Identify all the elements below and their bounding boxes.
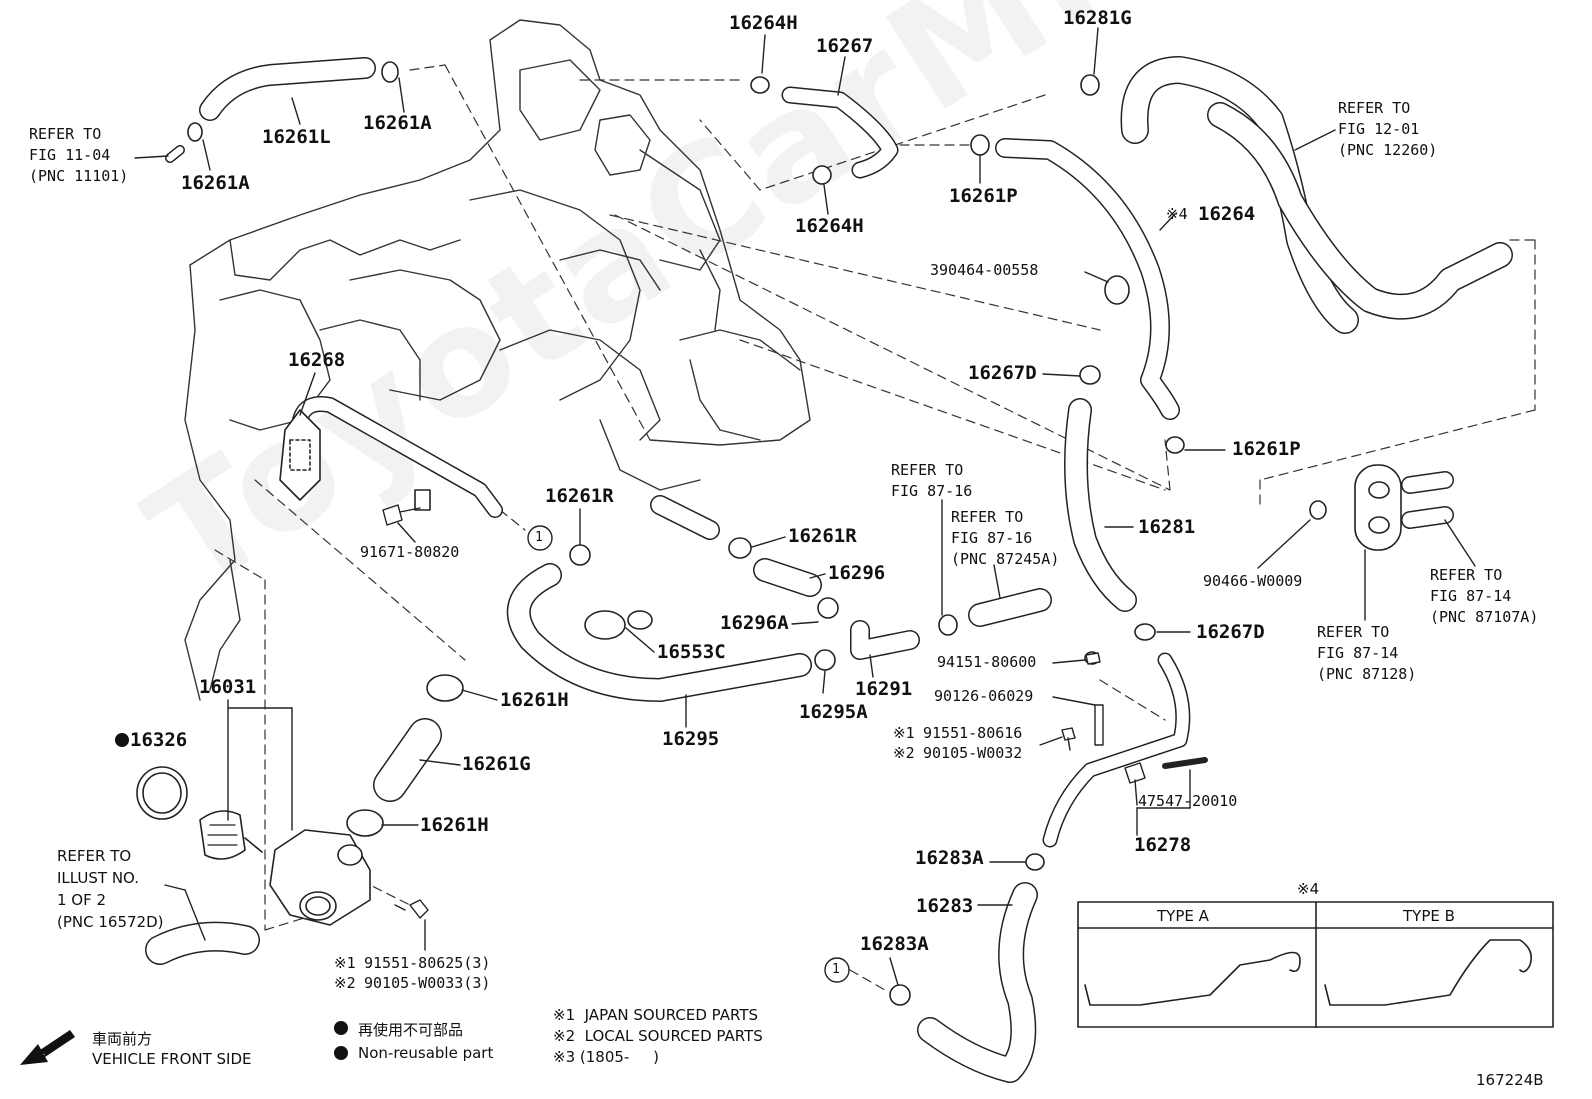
part-91671[interactable]: 91671-80820	[360, 543, 460, 561]
vehicle-front-en: VEHICLE FRONT SIDE	[92, 1050, 252, 1068]
part-16267D-top[interactable]: 16267D	[968, 362, 1037, 384]
type-b-label: TYPE B	[1403, 907, 1455, 925]
part-16031[interactable]: 16031	[199, 676, 257, 698]
nonreusable-en: Non-reusable part	[358, 1044, 494, 1062]
refer-fig-87-16-b[interactable]: REFER TO FIG 87-16 (PNC 87245A)	[951, 508, 1060, 568]
refer-fig-87-16-a[interactable]: REFER TO FIG 87-16	[891, 461, 973, 500]
part-16291[interactable]: 16291	[855, 678, 913, 700]
front-arrow	[20, 1030, 75, 1065]
part-16264[interactable]: 16264	[1198, 203, 1256, 225]
part-90105-W0032[interactable]: 90105-W0032	[923, 744, 1023, 762]
part-16261G[interactable]: 16261G	[462, 753, 531, 775]
part-90105-W0033[interactable]: 90105-W0033(3)	[364, 974, 491, 992]
part-16261H-top[interactable]: 16261H	[500, 689, 569, 711]
part-16283A-top[interactable]: 16283A	[915, 847, 984, 869]
hoses	[145, 56, 1513, 1083]
part-16267D-mid[interactable]: 16267D	[1196, 621, 1265, 643]
legend-dot-2	[334, 1046, 348, 1060]
note-japan-sourced: ※1 JAPAN SOURCED PARTS	[553, 1006, 759, 1024]
part-16261L[interactable]: 16261L	[262, 126, 331, 148]
part-16261P-top[interactable]: 16261P	[949, 185, 1018, 207]
leader-lines	[134, 27, 1476, 986]
star-mark-1: ※1	[893, 724, 915, 742]
bolts	[382, 504, 1208, 919]
part-16326[interactable]: 16326	[130, 729, 188, 751]
part-16281G[interactable]: 16281G	[1063, 7, 1132, 29]
nonreusable-jp: 再使用不可部品	[358, 1021, 464, 1039]
note-date-range: ※3 (1805- )	[553, 1048, 660, 1066]
refer-illust[interactable]: REFER TO ILLUST NO. 1 OF 2 (PNC 16572D)	[57, 847, 164, 931]
part-16261A-left[interactable]: 16261A	[181, 172, 250, 194]
star-mark-1b: ※1	[334, 954, 356, 972]
type-a-label: TYPE A	[1157, 907, 1209, 925]
part-47547[interactable]: 47547-20010	[1138, 792, 1238, 810]
part-16261R-left[interactable]: 16261R	[545, 485, 614, 507]
type-box-mark: ※4	[1297, 880, 1320, 898]
nonreusable-dot-16326	[115, 733, 129, 747]
diagram-code: 167224B	[1476, 1071, 1544, 1089]
reference-lines	[214, 64, 1536, 991]
refer-fig-12-01[interactable]: REFER TO FIG 12-01 (PNC 12260)	[1338, 99, 1438, 159]
part-16261A-top[interactable]: 16261A	[363, 112, 432, 134]
part-94151[interactable]: 94151-80600	[937, 653, 1037, 671]
part-16261P-mid[interactable]: 16261P	[1232, 438, 1301, 460]
star-mark-4: ※4	[1166, 205, 1188, 223]
part-16553C[interactable]: 16553C	[657, 641, 726, 663]
part-390464[interactable]: 390464-00558	[930, 261, 1039, 279]
circle-marker-1b-label: 1	[832, 962, 840, 977]
part-16283[interactable]: 16283	[916, 895, 974, 917]
vehicle-front-jp: 車両前方	[92, 1030, 153, 1048]
circle-markers	[527, 525, 850, 983]
part-16278[interactable]: 16278	[1134, 834, 1192, 856]
legend-dot-1	[334, 1021, 348, 1035]
part-16264H-mid[interactable]: 16264H	[795, 215, 864, 237]
note-local-sourced: ※2 LOCAL SOURCED PARTS	[553, 1027, 763, 1045]
part-16295[interactable]: 16295	[662, 728, 720, 750]
part-16267[interactable]: 16267	[816, 35, 874, 57]
refer-fig-87-14-b[interactable]: REFER TO FIG 87-14 (PNC 87128)	[1317, 623, 1417, 683]
part-16261R-mid[interactable]: 16261R	[788, 525, 857, 547]
part-90126[interactable]: 90126-06029	[934, 687, 1034, 705]
refer-fig-11-04[interactable]: REFER TO FIG 11-04 (PNC 11101)	[29, 125, 129, 185]
part-16264H-top[interactable]: 16264H	[729, 12, 798, 34]
flange-16268	[279, 409, 431, 511]
star-mark-2b: ※2	[334, 974, 356, 992]
part-90466[interactable]: 90466-W0009	[1203, 572, 1303, 590]
engine-block	[184, 19, 811, 701]
part-16261H-bot[interactable]: 16261H	[420, 814, 489, 836]
star-mark-2: ※2	[893, 744, 915, 762]
part-16296A[interactable]: 16296A	[720, 612, 789, 634]
type-box	[1077, 901, 1554, 1028]
part-16295A[interactable]: 16295A	[799, 701, 868, 723]
refer-fig-87-14-a[interactable]: REFER TO FIG 87-14 (PNC 87107A)	[1430, 566, 1539, 626]
part-91551-80616[interactable]: 91551-80616	[923, 724, 1023, 742]
part-16283A-bot[interactable]: 16283A	[860, 933, 929, 955]
part-16281[interactable]: 16281	[1138, 516, 1196, 538]
part-91551-80625[interactable]: 91551-80625(3)	[364, 954, 491, 972]
circle-marker-1-label: 1	[535, 530, 543, 545]
part-16296[interactable]: 16296	[828, 562, 886, 584]
part-16268[interactable]: 16268	[288, 349, 346, 371]
clamps	[187, 61, 1402, 1006]
thermostat-parts	[136, 766, 371, 926]
